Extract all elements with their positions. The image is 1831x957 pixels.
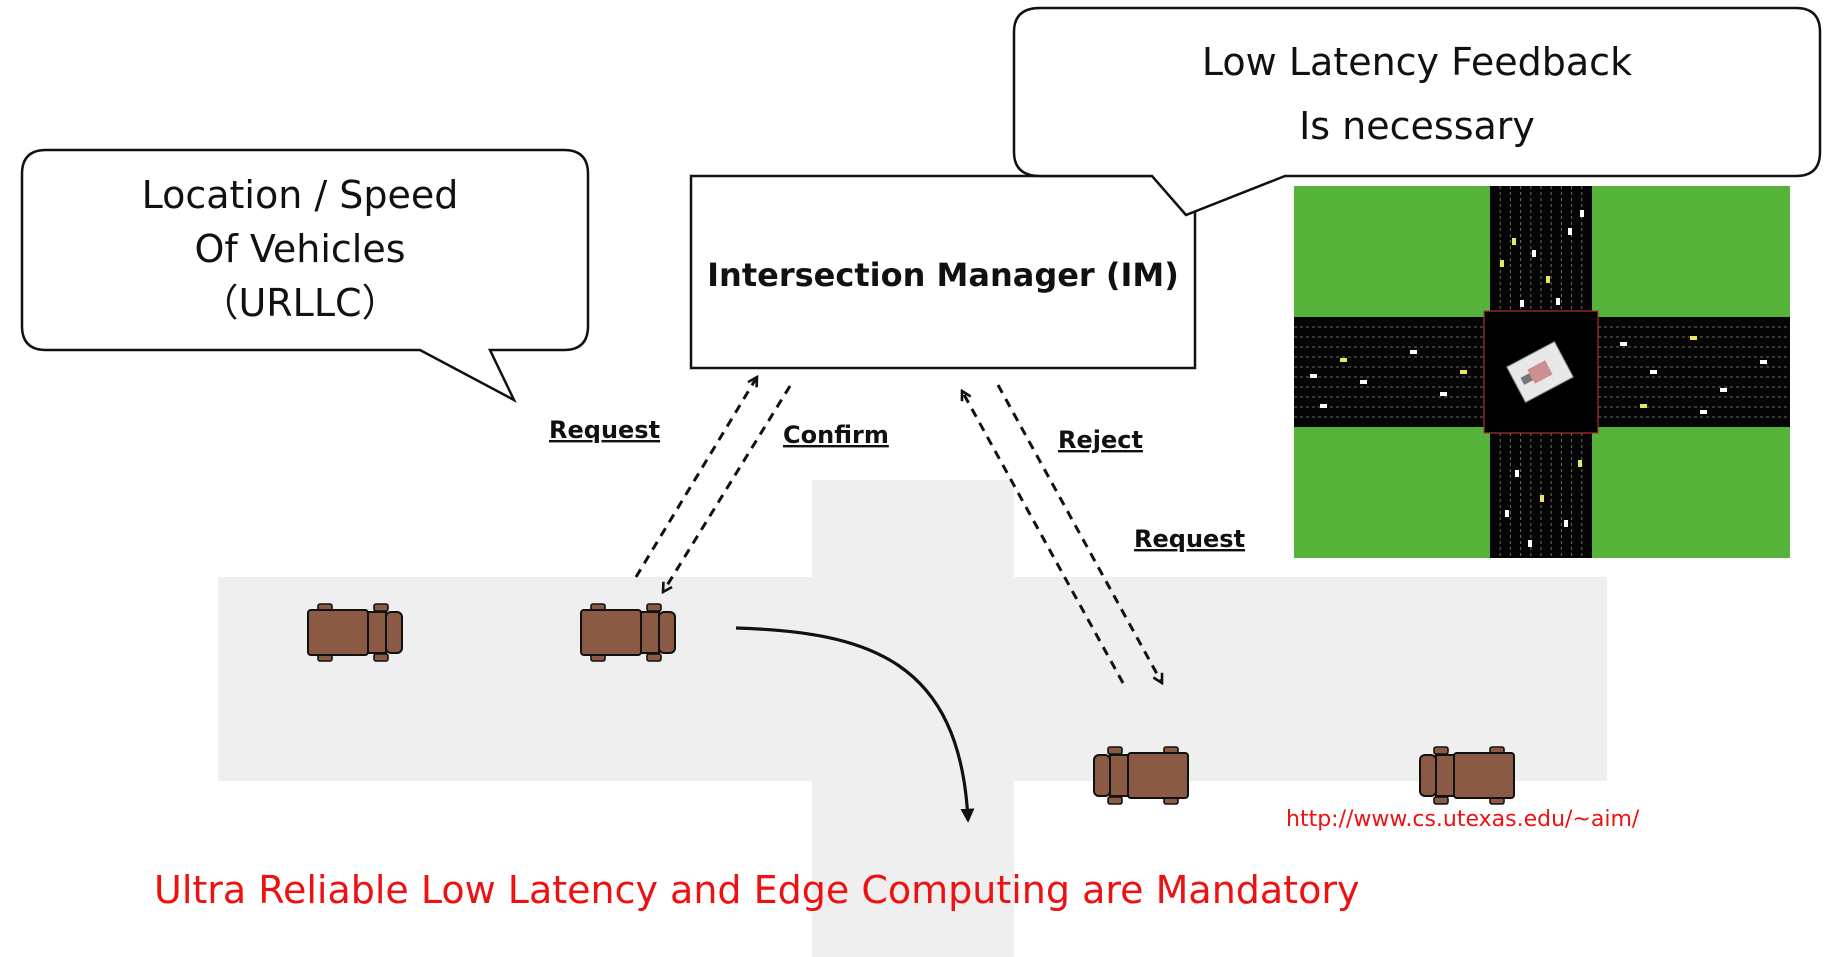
simulated-vehicle-dot — [1640, 404, 1647, 408]
intersection-image — [1294, 186, 1790, 558]
simulated-vehicle-dot — [1578, 460, 1582, 467]
callout-feedback-line2: Is necessary — [1299, 104, 1535, 148]
simulated-vehicle-dot — [1512, 238, 1516, 245]
simulated-vehicle-dot — [1720, 388, 1727, 392]
arrow-reject — [962, 391, 1125, 684]
vehicle-right-1 — [1093, 746, 1189, 805]
vehicle-right-2 — [1419, 746, 1515, 805]
turn-path-arrow — [735, 626, 975, 823]
edge-labels: Request Confirm Reject Request — [549, 416, 1245, 553]
simulated-vehicle-dot — [1310, 374, 1317, 378]
callout-feedback-line1: Low Latency Feedback — [1202, 40, 1632, 84]
simulated-vehicle-dot — [1546, 276, 1550, 283]
message-arrows — [634, 377, 1162, 823]
simulated-vehicle-dot — [1568, 228, 1572, 235]
simulated-vehicle-dot — [1505, 510, 1509, 517]
simulated-vehicle-dot — [1580, 210, 1584, 217]
simulated-vehicle-dot — [1760, 360, 1767, 364]
simulated-vehicle-dot — [1440, 392, 1447, 396]
turning-vehicle — [1506, 340, 1574, 404]
source-url: http://www.cs.utexas.edu/~aim/ — [1286, 807, 1640, 832]
intersection-manager: Intersection Manager (IM) — [689, 174, 1197, 370]
callout-location-line1: Location / Speed — [142, 173, 459, 217]
callout-location-line2: Of Vehicles — [194, 227, 405, 271]
simulated-vehicle-dot — [1360, 380, 1367, 384]
arrow-request-right — [996, 384, 1162, 683]
callout-feedback: Low Latency Feedback Is necessary — [1012, 6, 1822, 217]
simulated-vehicle-dot — [1540, 495, 1544, 502]
simulated-vehicle-dot — [1650, 370, 1657, 374]
label-request-left: Request — [549, 416, 660, 444]
simulated-vehicle-dot — [1700, 410, 1707, 414]
simulated-vehicle-dot — [1532, 250, 1536, 257]
vehicle-left-1 — [307, 603, 403, 662]
simulated-vehicle-dot — [1410, 350, 1417, 354]
label-request-right: Request — [1134, 525, 1245, 553]
simulated-vehicle-dot — [1515, 470, 1519, 477]
arrow-confirm — [663, 385, 792, 592]
im-label: Intersection Manager (IM) — [707, 256, 1179, 294]
mandatory-statement: Ultra Reliable Low Latency and Edge Comp… — [154, 868, 1359, 912]
simulated-vehicles — [1310, 210, 1767, 547]
simulated-vehicle-dot — [1460, 370, 1467, 374]
simulated-vehicle-dot — [1556, 298, 1560, 305]
simulated-vehicle-dot — [1340, 358, 1347, 362]
simulated-vehicle-dot — [1690, 336, 1697, 340]
arrow-request-left — [634, 377, 757, 578]
simulated-vehicle-dot — [1500, 260, 1504, 267]
simulated-vehicle-dot — [1620, 342, 1627, 346]
label-confirm: Confirm — [783, 421, 889, 449]
simulated-vehicle-dot — [1528, 540, 1532, 547]
simulated-vehicle-dot — [1564, 520, 1568, 527]
simulated-vehicle-dot — [1520, 300, 1524, 307]
im-box — [689, 174, 1197, 370]
callout-location-line3: （URLLC） — [200, 281, 399, 325]
label-reject: Reject — [1058, 426, 1143, 454]
callout-location-speed: Location / Speed Of Vehicles （URLLC） — [20, 148, 590, 403]
vehicle-left-2 — [580, 603, 676, 662]
simulated-vehicle-dot — [1320, 404, 1327, 408]
road-horizontal — [218, 577, 1607, 781]
road-layer — [218, 480, 1607, 957]
